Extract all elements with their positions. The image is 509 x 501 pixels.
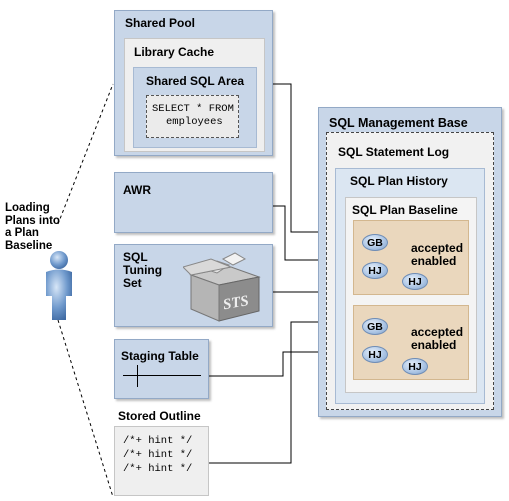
awr-title: AWR	[123, 183, 151, 197]
plan-node: HJ	[402, 358, 428, 375]
plan-status: accepted enabled	[411, 241, 464, 268]
plan-box	[353, 305, 469, 380]
shared-pool-box: Shared Pool Library Cache Shared SQL Are…	[114, 10, 273, 156]
staging-table-title: Staging Table	[121, 349, 199, 363]
shared-pool-title: Shared Pool	[125, 16, 196, 30]
library-cache-title: Library Cache	[134, 45, 215, 59]
plan-node: GB	[362, 234, 388, 251]
table-grid-icon	[123, 375, 201, 376]
plan-node: HJ	[362, 346, 388, 363]
stored-outline-title: Stored Outline	[118, 409, 201, 423]
sql-statement-box: SELECT * FROM employees	[146, 95, 239, 138]
sql-statement-log-title: SQL Statement Log	[338, 145, 450, 159]
plan-node: HJ	[362, 262, 388, 279]
user-icon	[46, 251, 72, 320]
sts-box-icon: STS	[183, 252, 261, 322]
shared-sql-area-box: Shared SQL Area SELECT * FROM employees	[133, 67, 257, 148]
sql-tuning-set-box: SQL Tuning Set STS	[114, 244, 273, 327]
stored-outline-box: /*+ hint */ /*+ hint */ /*+ hint */	[114, 426, 209, 496]
dashed-line-bottom	[57, 319, 114, 498]
awr-box: AWR	[114, 172, 273, 233]
plan-node: HJ	[402, 273, 428, 290]
staging-table-box: Staging Table	[114, 339, 209, 399]
sts-box-label: STS	[222, 293, 250, 313]
sql-plan-baseline-title: SQL Plan Baseline	[352, 203, 458, 217]
hint-line: /*+ hint */	[123, 435, 193, 447]
loading-plans-label: Loading Plans into a Plan Baseline	[5, 202, 60, 252]
library-cache-box: Library Cache Shared SQL Area SELECT * F…	[124, 38, 265, 152]
plan-node: GB	[362, 318, 388, 335]
sql-statement-line: SELECT * FROM	[152, 103, 234, 115]
sql-statement-line: employees	[166, 116, 223, 128]
dashed-line-top	[57, 83, 114, 225]
shared-sql-area-title: Shared SQL Area	[146, 74, 245, 88]
sql-plan-history-title: SQL Plan History	[350, 174, 448, 188]
sql-tuning-set-title: SQL Tuning Set	[123, 250, 163, 290]
sql-management-base-title: SQL Management Base	[329, 116, 468, 130]
hint-line: /*+ hint */	[123, 463, 193, 475]
connector-staging	[209, 348, 353, 377]
hint-line: /*+ hint */	[123, 449, 193, 461]
plan-status: accepted enabled	[411, 325, 464, 352]
